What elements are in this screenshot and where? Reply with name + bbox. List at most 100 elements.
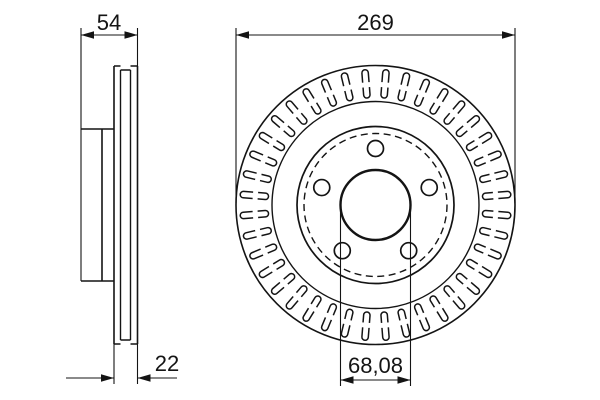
vent-slot-outer-cap	[418, 78, 431, 93]
vent-slot-inner-cap	[429, 295, 441, 308]
vent-slot-outer-cap	[452, 100, 466, 115]
vent-slot-outer-cap	[320, 78, 333, 93]
vent-slot-inner-cap	[443, 285, 456, 298]
vent-slot-outer-cap	[478, 131, 493, 145]
vent-slot-outer-cap	[249, 248, 264, 260]
dim-bore-arrow-right	[397, 376, 411, 384]
dim-bore-label: 68,08	[348, 353, 403, 378]
vent-slot-inner-cap	[310, 102, 322, 115]
vent-slot-inner-cap	[481, 191, 494, 201]
vent-slot-inner-cap	[257, 191, 270, 201]
outer-circle	[235, 64, 516, 346]
dim-bore	[339, 205, 412, 386]
vent-slot-outer-cap	[285, 295, 299, 310]
vent-slot-inner-cap	[455, 125, 468, 138]
vent-slot-outer-cap	[436, 88, 449, 103]
vent-slot-inner-cap	[283, 125, 296, 138]
dim-outer-diameter-label: 269	[357, 10, 394, 35]
dim-thickness	[66, 344, 177, 384]
friction-inner-circle	[271, 100, 480, 310]
dim-thickness-arrow-right	[137, 374, 151, 382]
dim-outer-arrow-left	[236, 31, 249, 39]
dim-outer-arrow-right	[502, 31, 515, 39]
vent-slot-inner-cap	[443, 112, 456, 125]
vent-slot-outer-cap	[494, 229, 509, 240]
vent-slot-outer-cap	[302, 88, 315, 103]
vent-slot-outer-cap	[436, 307, 449, 322]
vent-slot-inner-cap	[455, 272, 468, 285]
vent-slot-inner-cap	[344, 89, 354, 102]
vent-slot-inner-cap	[295, 285, 308, 298]
vent-slot-inner-cap	[264, 243, 278, 254]
front-view	[235, 64, 516, 346]
side-rim-faces	[113, 65, 139, 345]
vent-slot-outer-cap	[249, 150, 264, 162]
vent-slot-outer-cap	[478, 265, 493, 279]
dim-thickness-extension-lines	[113, 344, 139, 384]
vent-slot-outer-cap	[340, 72, 351, 87]
vent-slot-outer-cap	[487, 150, 502, 162]
vent-slot-ring	[239, 68, 512, 342]
vent-slot-outer-cap	[239, 190, 254, 200]
vent-slot-outer-cap	[466, 115, 481, 129]
center-bore	[339, 168, 412, 242]
vent-slot-outer-cap	[494, 170, 509, 181]
bolt-hole	[420, 178, 439, 197]
vent-slot-inner-cap	[429, 102, 441, 115]
dim-thickness-label: 22	[155, 351, 179, 376]
vent-slot-outer-cap	[242, 170, 257, 181]
vent-slot-inner-cap	[465, 258, 479, 271]
vent-slot-inner-cap	[326, 94, 338, 107]
vent-slot-inner-cap	[310, 295, 322, 308]
dim-outer-extension-lines	[235, 28, 516, 203]
vent-slot-inner-cap	[259, 173, 272, 184]
dim-width-arrow-left	[81, 31, 94, 39]
bolt-hole	[366, 139, 385, 158]
vent-slot-outer-cap	[418, 317, 431, 332]
vent-slot-inner-cap	[295, 112, 308, 125]
vent-slot-inner-cap	[272, 258, 286, 271]
vent-slot-outer-cap	[258, 265, 273, 279]
vent-slot-outer-cap	[466, 281, 481, 295]
vent-slot-outer-cap	[302, 307, 315, 322]
vent-slot-inner-cap	[272, 139, 286, 152]
vent-slot-inner-cap	[380, 311, 389, 323]
vent-slot-outer-cap	[320, 317, 333, 332]
vent-slot-inner-cap	[344, 308, 354, 321]
side-view	[81, 65, 139, 345]
vent-slot-outer-cap	[285, 100, 299, 115]
bolt-hole	[312, 178, 331, 197]
vent-slot-inner-cap	[326, 303, 338, 316]
dim-width-arrow-right	[124, 31, 138, 39]
vent-slot-outer-cap	[497, 210, 512, 220]
dim-width-extension-lines	[80, 28, 139, 281]
dim-width-label: 54	[97, 10, 121, 35]
hat-hidden-circle	[303, 132, 448, 278]
vent-slot-outer-cap	[452, 295, 466, 310]
vent-slot-inner-cap	[473, 156, 487, 167]
vent-slot-outer-cap	[400, 323, 411, 338]
vent-slot-outer-cap	[361, 327, 370, 342]
side-vent-channel	[119, 69, 132, 341]
vent-slot-outer-cap	[400, 72, 411, 87]
vent-slot-outer-cap	[381, 327, 390, 342]
vent-slot-inner-cap	[380, 87, 389, 99]
vent-slot-inner-cap	[479, 173, 492, 184]
bolt-hole	[399, 241, 418, 260]
vent-slot-inner-cap	[479, 226, 492, 237]
vent-slot-inner-cap	[413, 303, 425, 316]
vent-slot-outer-cap	[242, 229, 257, 240]
vent-slot-inner-cap	[397, 89, 407, 102]
vent-slot-outer-cap	[239, 210, 254, 220]
vent-slot-outer-cap	[258, 131, 273, 145]
dim-bore-extension-lines	[339, 205, 412, 386]
vent-slot-inner-cap	[362, 311, 371, 323]
bolt-hole	[333, 241, 352, 260]
hat-circle	[296, 125, 455, 285]
vent-slot-inner-cap	[465, 139, 479, 152]
vent-slot-inner-cap	[397, 308, 407, 321]
dim-outer-diameter	[235, 28, 516, 203]
vent-slot-outer-cap	[361, 68, 370, 83]
